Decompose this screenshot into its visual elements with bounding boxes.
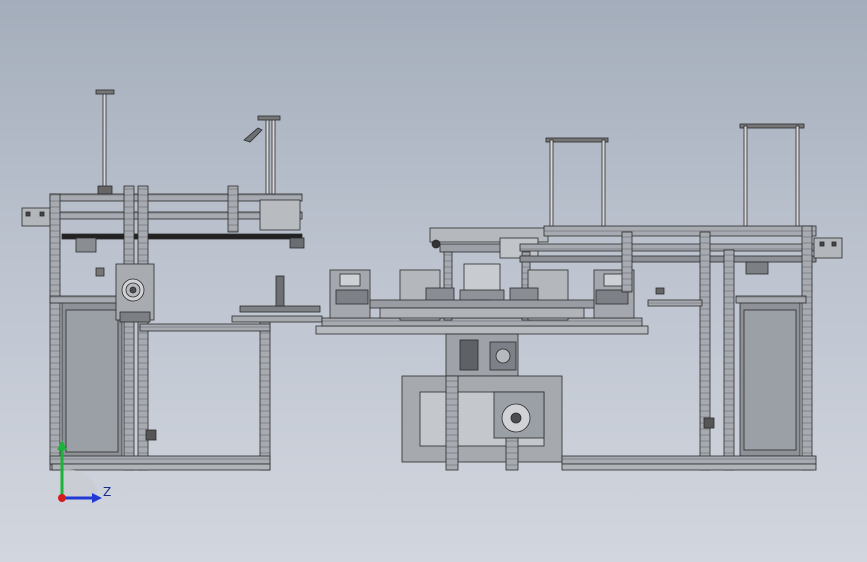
right-post-b <box>699 231 711 471</box>
center-table-top <box>315 325 649 335</box>
left-mount-bolt <box>25 211 31 217</box>
left-small-motor <box>75 237 97 253</box>
triad-y-arrow <box>57 440 67 450</box>
right-cyl-rod-2b <box>795 125 800 227</box>
right-small-tab <box>655 287 665 295</box>
left-right-cross-rail <box>139 323 271 332</box>
right-mount-bolt <box>819 241 825 247</box>
right-mount-bolt <box>831 241 837 247</box>
left-post-right <box>259 321 271 471</box>
left-slider-block <box>259 199 301 231</box>
right-base-plate <box>561 463 817 471</box>
center-knob <box>431 239 441 249</box>
center-post-left <box>443 251 453 321</box>
center-assembly <box>315 227 649 471</box>
right-post-c <box>723 249 735 471</box>
left-rod-cap <box>257 115 281 121</box>
right-cyl-rod-2a <box>743 125 748 227</box>
center-motor <box>459 339 479 371</box>
left-pin-detail <box>145 429 157 441</box>
left-cylinder-rod <box>102 91 107 193</box>
right-cyl-cap-1 <box>545 137 609 143</box>
right-clip <box>703 417 715 429</box>
center-table-rail <box>321 317 643 327</box>
left-feed-arm <box>275 275 285 307</box>
left-frame-assembly <box>21 89 323 471</box>
station-right-top <box>603 273 625 287</box>
station-left-clamp <box>335 289 369 305</box>
right-cyl-cap-2 <box>739 123 805 129</box>
left-rod-2 <box>265 117 270 195</box>
left-handle-bracket <box>243 127 263 143</box>
center-sub-plate <box>379 307 585 319</box>
right-post-d <box>801 225 813 471</box>
left-clip <box>289 237 305 249</box>
left-post-upright <box>227 185 239 233</box>
left-mount-bolt <box>39 211 45 217</box>
left-rod-3 <box>271 117 276 195</box>
left-side-panel-inner <box>65 309 119 453</box>
triad-x-origin <box>58 494 66 502</box>
left-base-plate <box>51 463 271 471</box>
triad-z-arrow <box>92 493 102 503</box>
right-cyl-rod-1b <box>601 139 606 227</box>
center-gearbox-hub <box>495 348 511 364</box>
center-cross-plate <box>369 299 595 309</box>
right-upper-rail <box>543 225 817 237</box>
right-lower-rail <box>561 455 817 465</box>
left-mount-tab <box>21 207 53 227</box>
center-lower-column-2 <box>505 437 519 471</box>
left-feed-plate <box>239 305 321 313</box>
right-mid-rail-2 <box>735 295 807 304</box>
right-mount-tab <box>813 237 843 259</box>
right-side-panel-inner <box>743 309 797 451</box>
left-post-inner <box>123 185 135 471</box>
right-upper-rail-2 <box>519 243 817 252</box>
left-feed-plate-2 <box>231 315 323 323</box>
right-mid-rail <box>647 299 703 307</box>
coordinate-triad: Z <box>57 440 111 503</box>
triad-shadow <box>62 469 99 498</box>
right-post-a <box>621 231 633 293</box>
press-head <box>463 263 501 293</box>
left-sensor <box>95 267 105 277</box>
center-lower-column <box>445 375 459 471</box>
triad-z-label: Z <box>103 485 111 499</box>
right-rail-3 <box>519 255 817 263</box>
left-lower-rail <box>49 455 271 465</box>
left-cylinder-base <box>97 185 113 195</box>
station-right-clamp <box>595 289 629 305</box>
left-spindle-foot <box>119 311 151 323</box>
center-lower-wheel-hub <box>510 412 522 424</box>
left-post-outer <box>49 193 61 471</box>
right-sensor-block <box>745 261 769 275</box>
station-left-top <box>339 273 361 287</box>
right-cyl-rod-1a <box>549 139 554 227</box>
left-conveyor-belt <box>61 233 303 240</box>
right-frame-assembly <box>519 123 843 471</box>
left-spindle-core <box>129 286 137 294</box>
left-cylinder-cap <box>95 89 115 95</box>
